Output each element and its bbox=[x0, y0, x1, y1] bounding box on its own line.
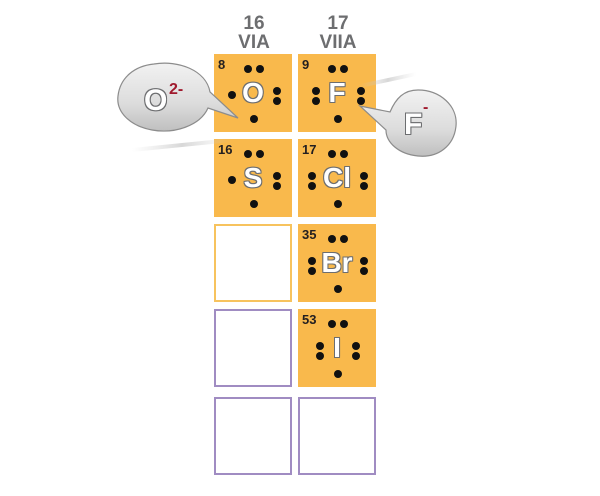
electron-dot bbox=[340, 235, 348, 243]
electron-dot bbox=[328, 320, 336, 328]
electron-dot bbox=[308, 182, 316, 190]
electron-dot bbox=[328, 65, 336, 73]
empty-cell bbox=[214, 224, 292, 302]
element-symbol: Br bbox=[321, 247, 353, 278]
electron-dot bbox=[228, 91, 236, 99]
electron-dot bbox=[250, 115, 258, 123]
fluoride-ion-charge: - bbox=[423, 99, 429, 116]
electron-dot bbox=[334, 285, 342, 293]
element-cell-bromine: 35 Br bbox=[298, 224, 376, 302]
electron-dot bbox=[334, 115, 342, 123]
electron-dot bbox=[312, 97, 320, 105]
electron-dot bbox=[360, 257, 368, 265]
oxide-ion-bubble bbox=[117, 62, 239, 152]
element-cell-oxygen: 8 O bbox=[214, 54, 292, 132]
element-symbol: S bbox=[243, 162, 263, 193]
electron-dot bbox=[308, 257, 316, 265]
electron-dot bbox=[256, 65, 264, 73]
fluoride-ion-bubble bbox=[358, 72, 457, 157]
atomic-number: 35 bbox=[302, 227, 317, 242]
empty-cell bbox=[214, 309, 292, 387]
electron-dot bbox=[312, 87, 320, 95]
group-16-number: 16 bbox=[243, 13, 265, 34]
group-16-roman: VIA bbox=[238, 32, 270, 53]
fluoride-ion-symbol: F bbox=[404, 108, 423, 141]
element-symbol: F bbox=[328, 77, 346, 108]
electron-dot bbox=[308, 172, 316, 180]
electron-dot bbox=[360, 267, 368, 275]
group-16-header: 16 VIA bbox=[214, 14, 294, 52]
electron-dot bbox=[334, 200, 342, 208]
electron-dot bbox=[244, 65, 252, 73]
oxide-ion-charge: 2- bbox=[169, 81, 184, 98]
electron-dot bbox=[308, 267, 316, 275]
electron-dot bbox=[316, 342, 324, 350]
electron-dot bbox=[273, 87, 281, 95]
electron-dot bbox=[340, 320, 348, 328]
electron-dot bbox=[273, 172, 281, 180]
atomic-number: 9 bbox=[302, 57, 310, 72]
electron-dot bbox=[328, 235, 336, 243]
electron-dot bbox=[340, 65, 348, 73]
group-17-header: 17 VIIA bbox=[298, 14, 378, 52]
atomic-number: 53 bbox=[302, 312, 317, 327]
electron-dot bbox=[334, 370, 342, 378]
electron-dot bbox=[244, 150, 252, 158]
oxide-ion-symbol: O bbox=[144, 84, 168, 117]
empty-cell bbox=[298, 397, 376, 475]
electron-dot bbox=[316, 352, 324, 360]
group-17-number: 17 bbox=[327, 13, 349, 34]
electron-dot bbox=[360, 182, 368, 190]
element-cell-fluorine: 9 F bbox=[298, 54, 376, 132]
electron-dot bbox=[328, 150, 336, 158]
electron-dot bbox=[352, 342, 360, 350]
electron-dot bbox=[340, 150, 348, 158]
electron-dot bbox=[352, 352, 360, 360]
atomic-number: 16 bbox=[218, 142, 233, 157]
element-cell-iodine: 53 I bbox=[298, 309, 376, 387]
electron-dot bbox=[357, 87, 365, 95]
electron-dot bbox=[256, 150, 264, 158]
element-symbol: I bbox=[333, 332, 341, 363]
atomic-number: 8 bbox=[218, 57, 226, 72]
electron-dot bbox=[273, 97, 281, 105]
element-symbol: O bbox=[242, 77, 264, 108]
electron-dot bbox=[273, 182, 281, 190]
group-17-roman: VIIA bbox=[319, 32, 357, 53]
electron-dot bbox=[250, 200, 258, 208]
element-symbol: Cl bbox=[323, 162, 351, 193]
atomic-number: 17 bbox=[302, 142, 317, 157]
element-cell-sulfur: 16 S bbox=[214, 139, 292, 217]
electron-dot bbox=[357, 97, 365, 105]
element-cell-chlorine: 17 Cl bbox=[298, 139, 376, 217]
empty-cell bbox=[214, 397, 292, 475]
electron-dot bbox=[360, 172, 368, 180]
electron-dot bbox=[228, 176, 236, 184]
